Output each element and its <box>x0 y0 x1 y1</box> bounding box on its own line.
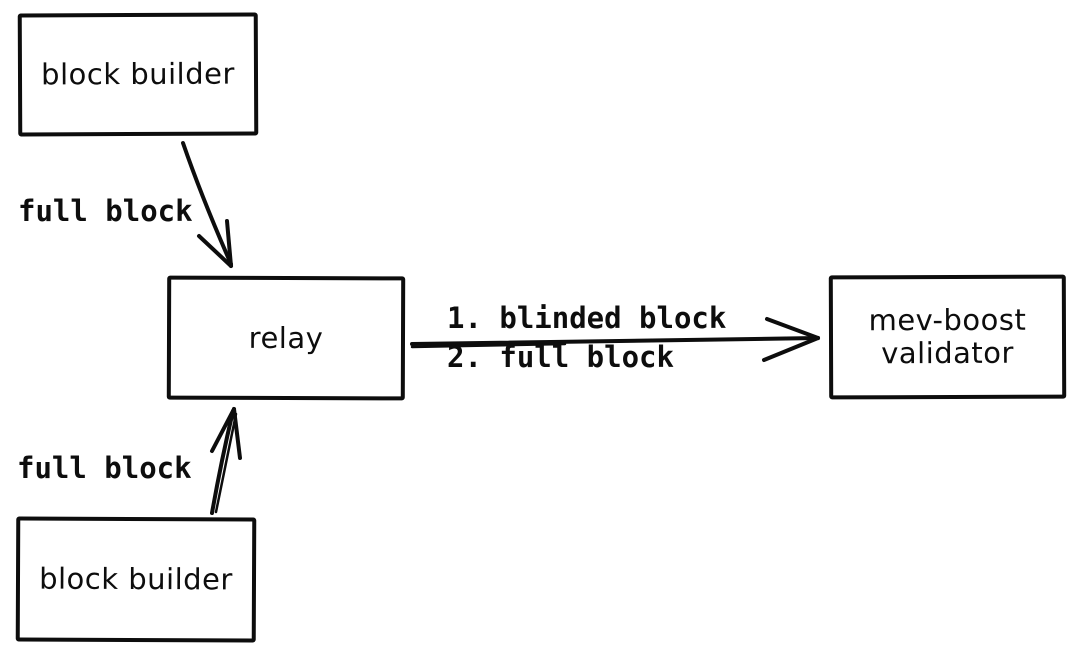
edge-label-full-block-top: full block <box>18 194 193 228</box>
edge-label-full-block-right: 2. full block <box>447 340 674 374</box>
node-block-builder-top: block builder <box>17 12 259 137</box>
node-label-line2: validator <box>881 335 1014 371</box>
edge-label-blinded-block: 1. blinded block <box>447 301 727 335</box>
node-label-line1: mev-boost <box>868 302 1027 338</box>
node-label: block builder <box>41 56 235 92</box>
node-label: block builder <box>39 561 233 597</box>
node-relay: relay <box>166 275 406 401</box>
node-label: relay <box>248 320 324 355</box>
edge-label-full-block-bottom: full block <box>17 451 192 485</box>
arrow-bottom-builder-to-relay <box>210 407 242 515</box>
node-mev-boost-validator: mev-boost validator <box>828 274 1067 400</box>
node-block-builder-bottom: block builder <box>15 516 257 643</box>
